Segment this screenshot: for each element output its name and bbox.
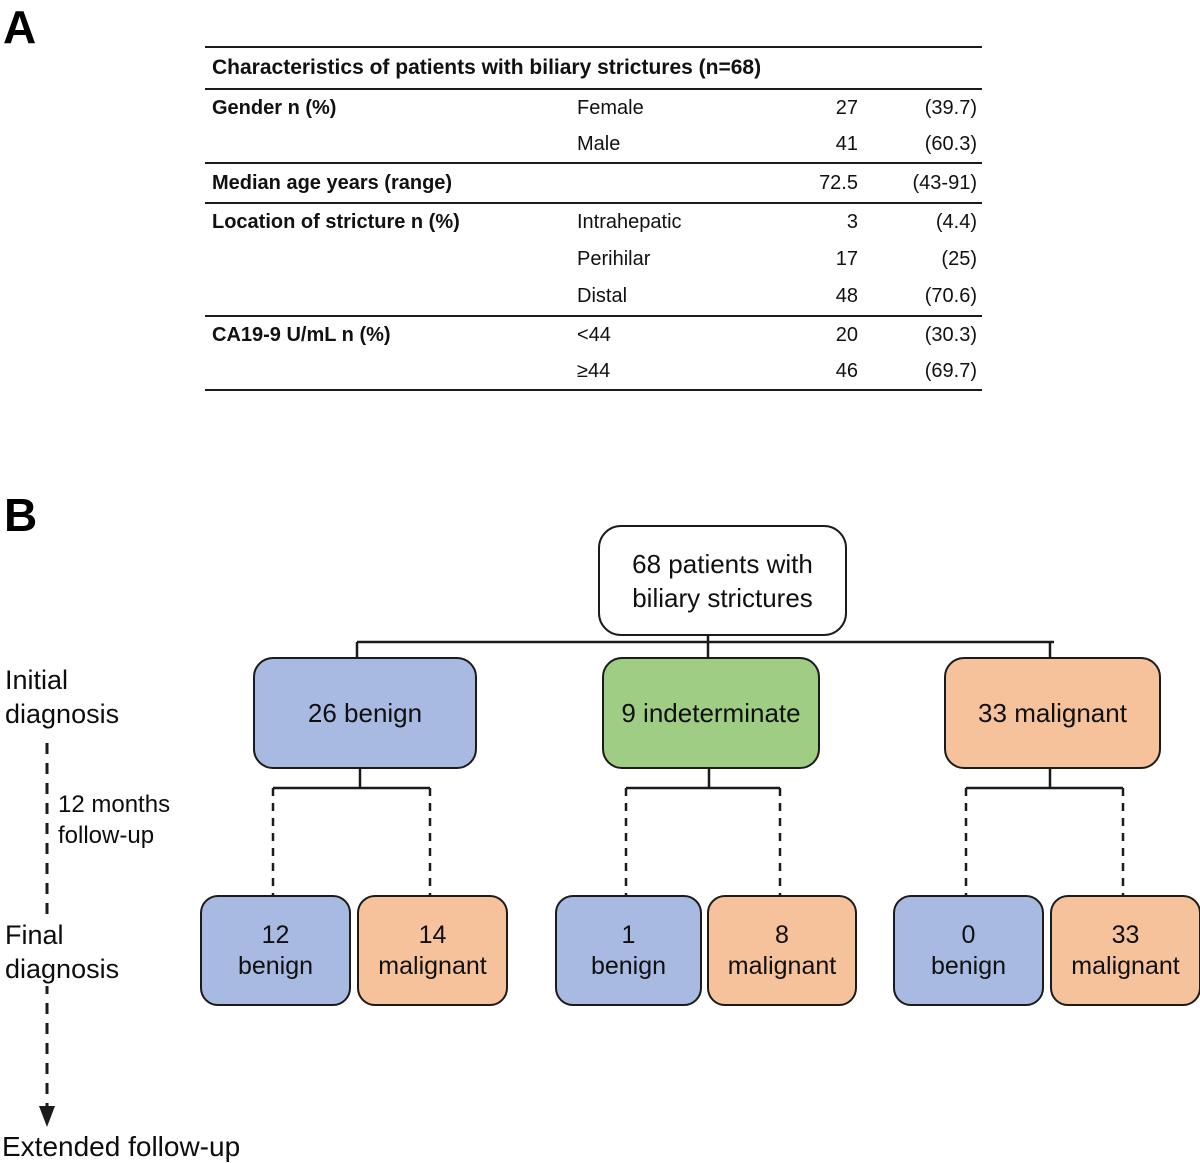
panel-a-label: A (3, 1, 37, 53)
row-subcategory: Intrahepatic (577, 211, 682, 233)
table-row: Male 41 (60.3) (205, 126, 982, 162)
row-label: Location of stricture n (%) (212, 211, 460, 233)
row-count: 46 (835, 359, 858, 382)
table-row: Location of stricture n (%) Intrahepatic… (205, 204, 982, 241)
panel-b-label: B (4, 489, 38, 541)
table-row: Distal 48 (70.6) (205, 278, 982, 315)
row-subcategory: Male (577, 132, 621, 155)
final-label: benign (930, 951, 1007, 980)
final-label: benign (237, 951, 314, 980)
row-subcategory: <44 (577, 323, 611, 346)
row-label: Median age years (range) (212, 171, 453, 194)
twelve-months-followup-label: 12 months follow-up (58, 791, 171, 849)
characteristics-table: Characteristics of patients with biliary… (205, 46, 982, 391)
row-count: 20 (835, 323, 858, 346)
final-label: malignant (1071, 951, 1180, 980)
row-subcategory: Female (577, 96, 644, 119)
table-row: Gender n (%) Female 27 (39.7) (205, 90, 982, 126)
final-malignant-box: 8 malignant (707, 895, 857, 1006)
final-count: 8 (775, 920, 789, 949)
row-count: 72.5 (819, 171, 858, 194)
row-percent: (4.4) (935, 211, 977, 233)
row-label: Gender n (%) (212, 96, 337, 119)
row-subcategory: ≥44 (577, 359, 611, 382)
row-subcategory: Perihilar (577, 248, 651, 270)
table-section-age: Median age years (range) 72.5 (43-91) (205, 164, 982, 204)
row-percent: (39.7) (924, 96, 977, 119)
table-row: ≥44 46 (69.7) (205, 353, 982, 389)
row-count: 41 (835, 132, 858, 155)
final-count: 1 (621, 920, 636, 949)
table-section-ca19-9: CA19-9 U/mL n (%) <44 20 (30.3) ≥44 46 (… (205, 317, 982, 389)
table-section-gender: Gender n (%) Female 27 (39.7) Male 41 (6… (205, 90, 982, 164)
row-percent: (60.3) (924, 132, 977, 155)
table-row: Median age years (range) 72.5 (43-91) (205, 164, 982, 202)
final-count: 14 (418, 920, 447, 949)
initial-indeterminate-box: 9 indeterminate (602, 657, 820, 769)
initial-diagnosis-label: Initial diagnosis (5, 665, 120, 729)
final-label: malignant (727, 951, 837, 980)
root-box-68-patients: 68 patients with biliary strictures (598, 525, 847, 636)
row-count: 27 (835, 96, 858, 119)
final-count: 0 (961, 920, 976, 949)
final-benign-box: 0 benign (893, 895, 1044, 1006)
row-count: 48 (835, 285, 858, 307)
row-subcategory: Distal (577, 285, 628, 307)
final-malignant-box: 33 malignant (1050, 895, 1200, 1006)
table-row: Perihilar 17 (25) (205, 241, 982, 278)
extended-followup-label: Extended follow-up (2, 1131, 241, 1162)
final-label: malignant (378, 951, 487, 980)
initial-benign-box: 26 benign (253, 657, 477, 769)
row-label: CA19-9 U/mL n (%) (212, 323, 391, 346)
row-percent: (43-91) (912, 171, 977, 194)
table-section-location: Location of stricture n (%) Intrahepatic… (205, 204, 982, 317)
final-benign-box: 1 benign (555, 895, 702, 1006)
row-percent: (25) (941, 248, 977, 270)
final-label: benign (590, 951, 667, 980)
final-count: 12 (261, 920, 290, 949)
row-percent: (70.6) (924, 285, 977, 307)
row-percent: (30.3) (924, 323, 977, 346)
final-count: 33 (1111, 920, 1140, 949)
row-percent: (69.7) (924, 359, 977, 382)
table-row: CA19-9 U/mL n (%) <44 20 (30.3) (205, 317, 982, 353)
initial-malignant-box: 33 malignant (944, 657, 1161, 769)
row-count: 3 (846, 211, 858, 233)
final-malignant-box: 14 malignant (357, 895, 508, 1006)
final-benign-box: 12 benign (200, 895, 351, 1006)
final-diagnosis-label: Final diagnosis (5, 918, 137, 986)
row-count: 17 (835, 248, 858, 270)
table-title: Characteristics of patients with biliary… (205, 48, 982, 90)
